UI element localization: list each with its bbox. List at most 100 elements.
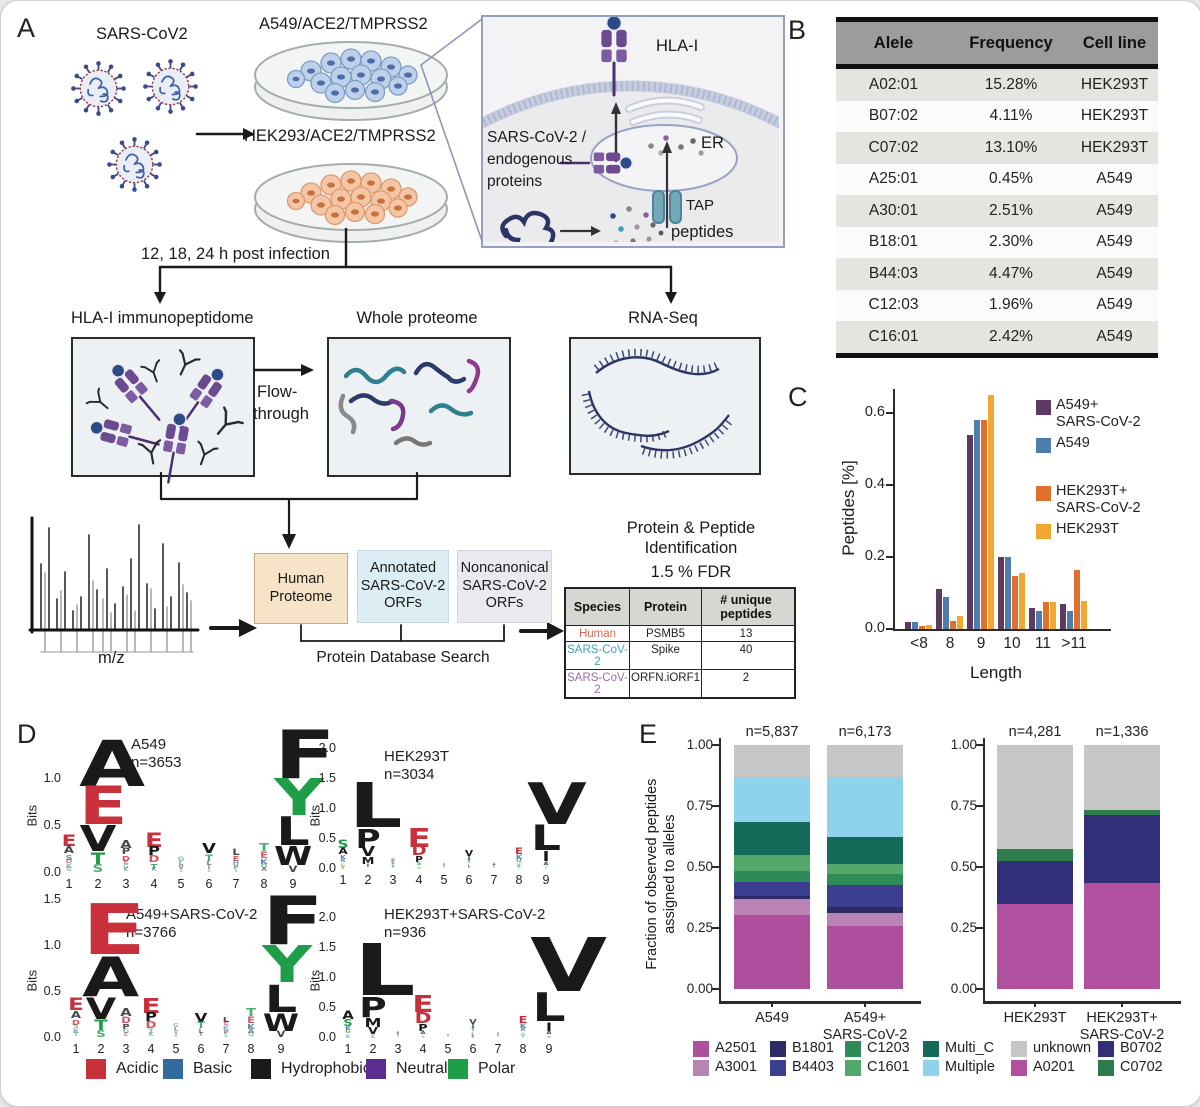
logo-x-number: 1 (344, 1042, 352, 1056)
aa-legend-swatch-Basic (163, 1059, 183, 1079)
box2-title: Whole proteome (356, 309, 478, 327)
species-protein-cell: PSMB5 (630, 626, 702, 641)
logo-x-number: 8 (247, 1042, 255, 1056)
allele-legend-swatch-B0702 (1098, 1041, 1114, 1057)
stack-segment-B4403 (734, 881, 810, 896)
dish1-label: A549/ACE2/TMPRSS2 (259, 15, 428, 33)
db-box-annotated: Annotated SARS-CoV-2 ORFs (357, 550, 449, 623)
logo-letter-A: A (396, 1033, 400, 1037)
logo-letter-A: A (391, 861, 395, 866)
fdr-label: 1.5 % FDR (650, 563, 732, 581)
stack-segment-A0201 (1084, 882, 1160, 989)
logo-y-tick: 1.5 (43, 892, 61, 906)
logo-letter-E: E (61, 831, 77, 851)
legend-label: SARS-CoV-2 (1056, 500, 1141, 516)
allele-table-cell: A30:01 (868, 201, 919, 219)
bar-9-A549 (974, 420, 981, 629)
logo-n: n=3034 (384, 766, 435, 783)
allele-table-cell: HEK293T (1080, 138, 1149, 156)
species-name-cell: SARS-CoV-2 (566, 642, 630, 669)
logo-letter-P: P (144, 1010, 157, 1025)
allele-table-cell: A549 (1096, 170, 1133, 188)
stack-segment-Multiple (827, 777, 903, 837)
y-tick-label: 0.25 (950, 920, 977, 935)
logo-letter-S: S (343, 1018, 353, 1029)
logo-letter-V: V (85, 991, 117, 1026)
logo-letter-Q: Q (248, 1032, 254, 1039)
bar-x-label: A549+ (843, 1010, 887, 1026)
logo-letter-W: W (274, 842, 313, 873)
bar-<8-HEK293T (926, 624, 933, 629)
stack-segment-Multiple (734, 776, 810, 822)
logo-letter-T: T (205, 853, 213, 864)
bar->11-A549 (1067, 611, 1074, 629)
allele-legend-swatch-A0201 (1011, 1060, 1027, 1076)
logo-letter-K: K (148, 1032, 154, 1039)
logo-y-tick: 0.0 (318, 1030, 336, 1044)
bar-tick-mark (1121, 1001, 1123, 1007)
logo-title: HEK293T (384, 748, 450, 765)
logo-letter-K: K (151, 867, 157, 874)
allele-table-cell: HEK293T (1080, 75, 1149, 93)
logo-letter-I: I (199, 1032, 203, 1039)
logo-y-tick: 0.5 (43, 984, 61, 998)
legend-swatch-A549 (1036, 438, 1051, 453)
logo-x-number: 3 (122, 1042, 130, 1056)
logo-letter-G: G (177, 856, 185, 864)
bar-8-HEK293T (957, 616, 964, 629)
stack-segment-A0201 (997, 903, 1073, 989)
logo-letter-I: I (471, 1023, 475, 1030)
bar-8-A549 (943, 596, 950, 629)
logo-letter-S: S (337, 837, 349, 851)
virus-cluster (70, 58, 199, 193)
logo-x-number: 4 (415, 873, 423, 887)
y-tick-label: 0.00 (686, 981, 713, 996)
logo-letter-I: I (207, 864, 211, 871)
logo-x-number: 5 (172, 1042, 180, 1056)
logo-letter-T: T (197, 1021, 205, 1032)
logo-letter-V: V (368, 1025, 378, 1037)
aa-legend-label-Hydrophobic: Hydrophobic (281, 1060, 371, 1077)
x-category-label: 11 (1034, 635, 1052, 652)
allele-chart-ylabel-line1: Fraction of observed peptides (643, 778, 660, 970)
aa-legend-swatch-Hydrophobic (251, 1059, 271, 1079)
logo-letter-P: P (233, 864, 239, 871)
logo-x-number: 1 (72, 1042, 80, 1056)
logo-letter-V: V (530, 923, 608, 1009)
allele-table-cell: B18:01 (868, 233, 919, 251)
logo-x-number: 5 (444, 1042, 452, 1056)
logo-letter-V: V (194, 1011, 208, 1026)
stack-segment-unknown (734, 745, 810, 777)
y-axis-line (719, 738, 721, 1001)
allele-chart-ylabel: Fraction of observed peptides assigned t… (643, 714, 679, 1034)
logo-letter-S: S (396, 1035, 400, 1039)
logo-letter-A: A (120, 1006, 132, 1020)
logo-letter-S: S (492, 866, 496, 870)
allele-legend-label-A2501: A2501 (715, 1040, 757, 1056)
logo-x-number: 8 (519, 1042, 527, 1056)
logo-letter-G: G (122, 1027, 130, 1035)
logo-letter-A: A (120, 837, 132, 851)
bar-n-label: n=1,336 (1095, 724, 1149, 740)
logo-x-number: 6 (465, 873, 473, 887)
logo-letter-K: K (72, 1027, 80, 1035)
logo-letter-V: V (527, 772, 587, 839)
logo-letter-M: M (361, 856, 375, 868)
logo-letter-G: G (173, 1023, 179, 1030)
allele-table-cell: B44:03 (868, 264, 919, 282)
logo-letter-I: I (366, 864, 370, 870)
logo-letter-L: L (206, 859, 212, 867)
allele-table-cell: 13.10% (984, 138, 1038, 156)
logo-letter-L: L (232, 848, 240, 858)
species-count-cell: 40 (739, 643, 753, 656)
species-header-species: Species (566, 589, 630, 625)
y-tick-label: 0.75 (686, 798, 713, 813)
allele-legend-label-B4403: B4403 (792, 1059, 834, 1075)
allele-legend-swatch-A3001 (693, 1060, 709, 1076)
logo-x-number: 5 (177, 877, 185, 891)
